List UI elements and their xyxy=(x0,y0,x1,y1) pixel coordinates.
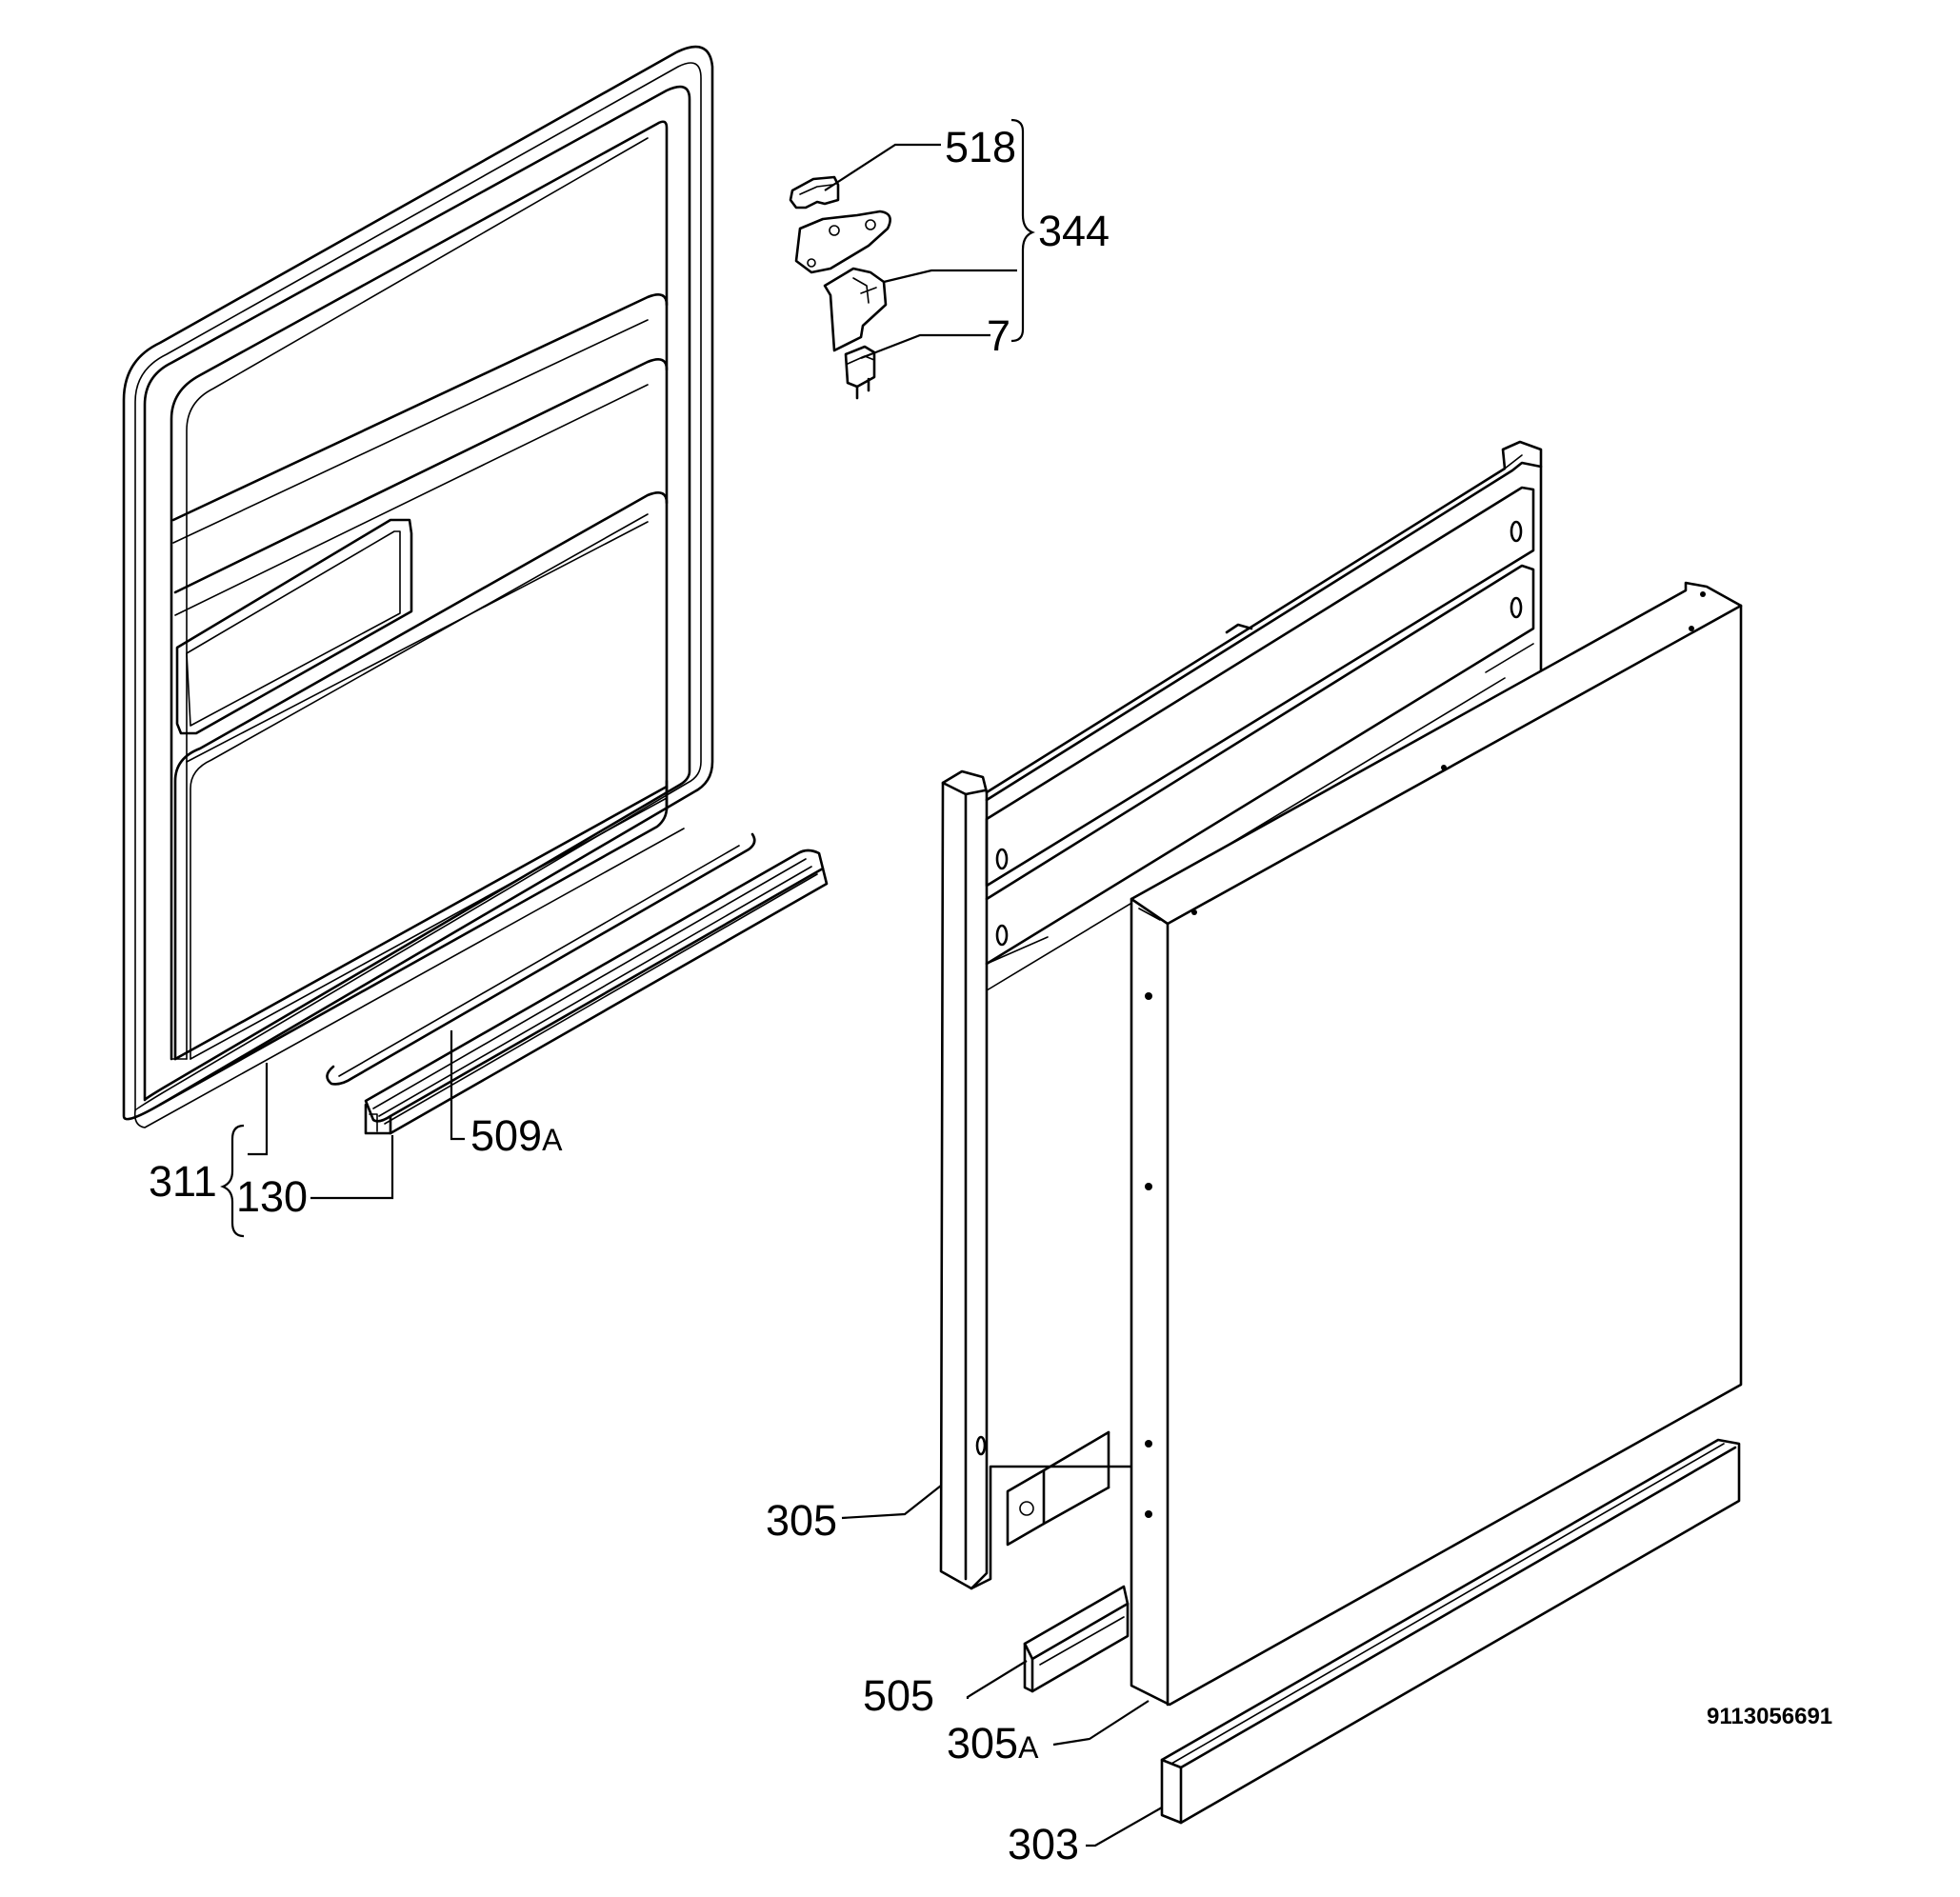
label-311: 311 xyxy=(149,1157,217,1206)
bracket-311 xyxy=(220,1124,245,1238)
small-strip xyxy=(1023,1585,1130,1693)
door-seal-strip xyxy=(326,832,829,1135)
door-lock-assembly xyxy=(789,175,891,400)
part-labels: 518 344 7 311 130 509A 305 505 305A 303 … xyxy=(149,123,1832,1868)
decor-panel xyxy=(1130,581,1743,1707)
label-344: 344 xyxy=(1038,207,1110,255)
label-7: 7 xyxy=(987,311,1010,360)
label-305a: 305A xyxy=(947,1719,1039,1767)
kick-strip xyxy=(1160,1438,1741,1825)
label-505: 505 xyxy=(863,1671,934,1720)
bracket-344 xyxy=(1010,118,1035,343)
label-130: 130 xyxy=(236,1172,308,1221)
label-518: 518 xyxy=(945,123,1016,171)
label-303: 303 xyxy=(1008,1820,1079,1868)
leader-lines xyxy=(248,143,1163,1847)
document-number: 9113056691 xyxy=(1707,1704,1832,1729)
label-305: 305 xyxy=(766,1496,837,1545)
label-509a: 509A xyxy=(470,1111,563,1160)
inner-door-panel xyxy=(122,45,714,1128)
